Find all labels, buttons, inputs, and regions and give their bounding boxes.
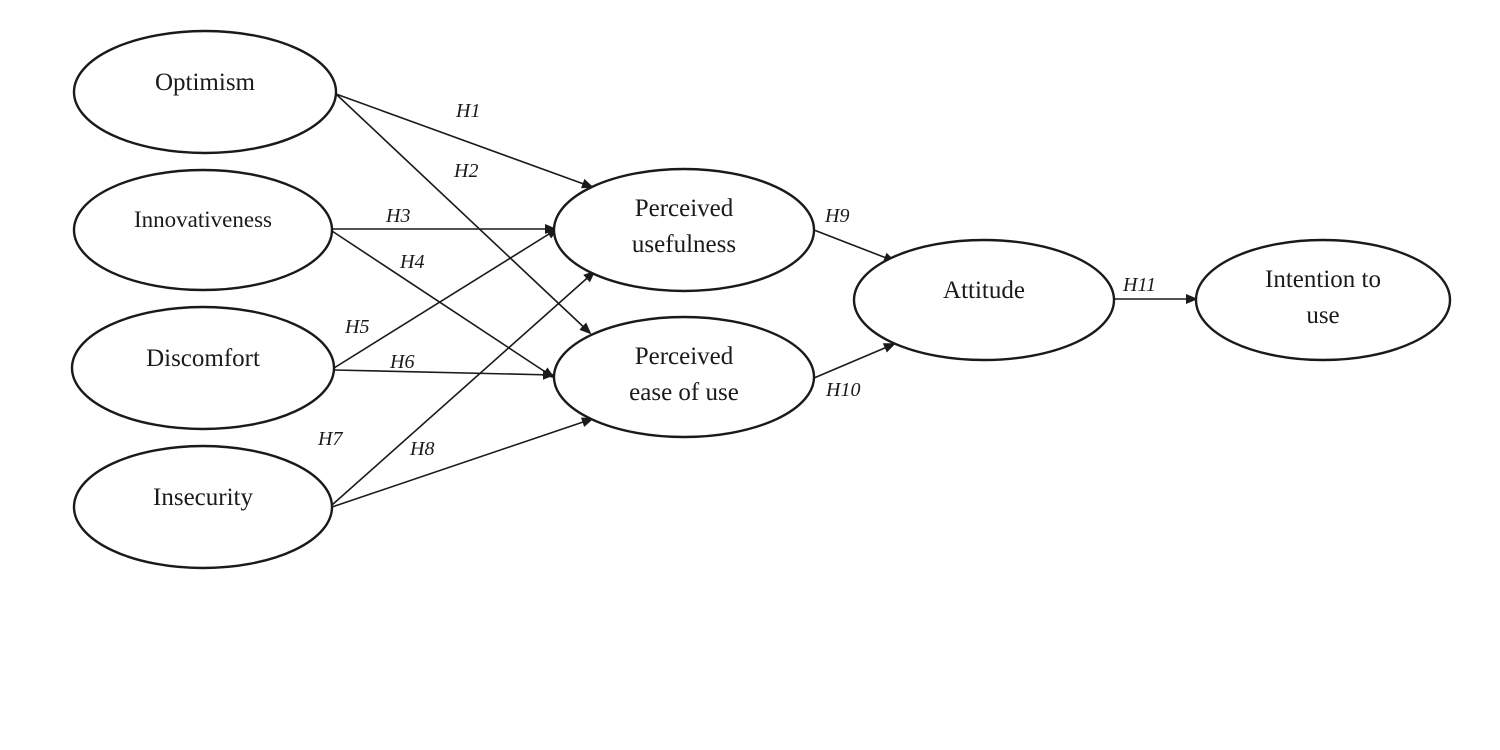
edge-label-h9: H9 (824, 205, 849, 227)
node-optimism: Optimism (72, 29, 338, 155)
node-insecurity: Insecurity (72, 444, 334, 570)
node-label-insecurity: Insecurity (153, 484, 253, 511)
node-label-optimism: Optimism (155, 69, 256, 96)
edge-h8 (331, 417, 594, 508)
node-label-usefulness-line2: usefulness (632, 231, 736, 258)
edge-label-h2: H2 (453, 160, 478, 182)
edge-label-h8: H8 (409, 438, 434, 460)
edge-label-h6: H6 (389, 351, 414, 373)
edge-h7 (331, 270, 596, 506)
edge-h1 (335, 93, 594, 189)
node-perceived-usefulness: Perceived usefulness (552, 167, 816, 293)
edge-label-h1: H1 (455, 100, 480, 122)
node-label-ease-line1: Perceived (635, 343, 734, 370)
node-perceived-ease-of-use: Perceived ease of use (552, 315, 816, 439)
node-label-intention-line2: use (1306, 302, 1339, 329)
edge-h6 (333, 369, 555, 380)
node-attitude: Attitude (852, 238, 1116, 362)
edge-label-h7: H7 (317, 428, 343, 450)
node-discomfort: Discomfort (70, 305, 336, 431)
node-label-discomfort: Discomfort (146, 345, 260, 372)
edge-h9 (813, 229, 896, 263)
edge-label-h5: H5 (344, 316, 369, 338)
node-intention-to-use: Intention to use (1194, 238, 1452, 362)
node-innovativeness: Innovativeness (72, 168, 334, 292)
edge-h4 (331, 230, 555, 379)
node-label-innovativeness: Innovativeness (134, 207, 272, 232)
node-label-intention-line1: Intention to (1265, 266, 1381, 293)
node-label-usefulness-line1: Perceived (635, 195, 734, 222)
node-label-attitude: Attitude (943, 277, 1025, 304)
node-label-ease-line2: ease of use (629, 379, 739, 406)
edge-label-h11: H11 (1122, 274, 1156, 296)
edge-h10 (813, 343, 896, 379)
edge-label-h3: H3 (385, 205, 410, 227)
edge-label-h4: H4 (399, 251, 424, 273)
edge-h5 (333, 227, 559, 369)
edge-label-h10: H10 (825, 379, 860, 401)
edge-h2 (335, 93, 592, 335)
